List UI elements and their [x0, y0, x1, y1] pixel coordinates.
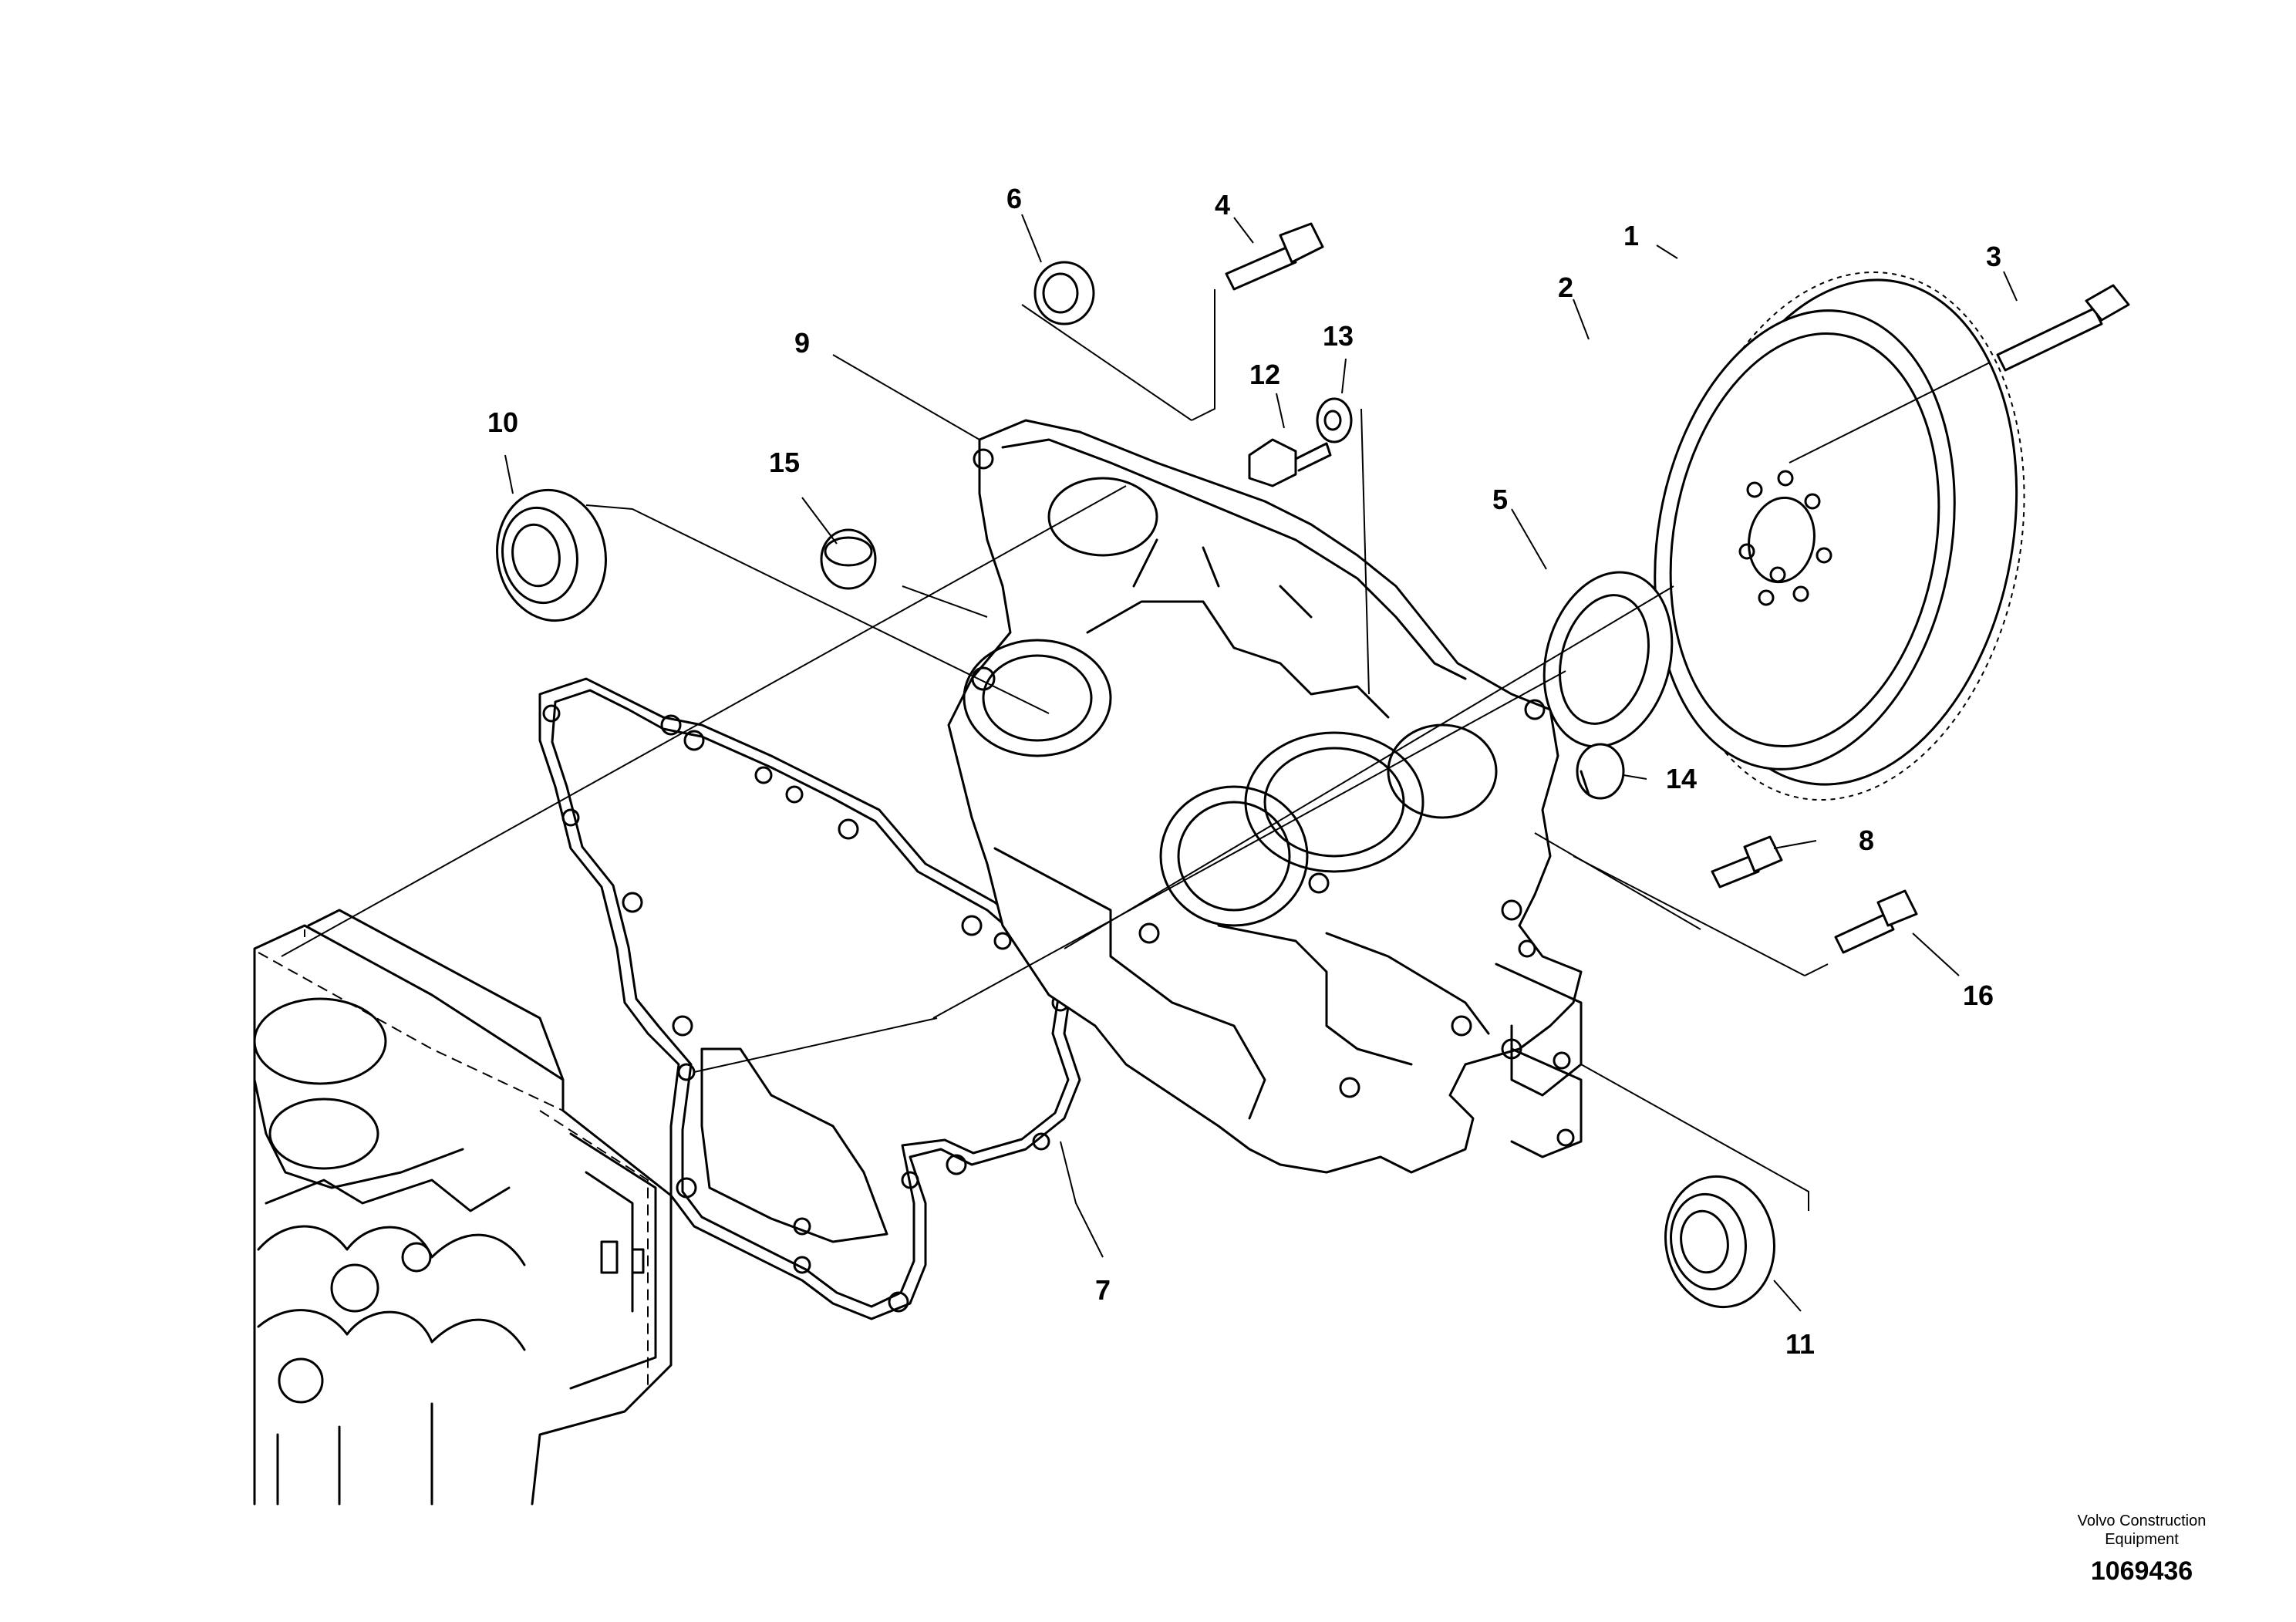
callout-1: 1	[1623, 220, 1639, 251]
callout-8: 8	[1859, 824, 1874, 856]
plug-15	[820, 528, 877, 590]
callout-14: 14	[1666, 763, 1697, 794]
engine-block	[253, 909, 673, 1506]
bearing-11	[1664, 1175, 1775, 1309]
callout-9: 9	[794, 327, 810, 359]
callout-16: 16	[1963, 980, 1994, 1011]
callout-4: 4	[1215, 189, 1230, 221]
rear-seal	[1542, 571, 1674, 748]
bolt-8	[1711, 835, 1783, 889]
company-name-line1: Volvo Construction	[2077, 1512, 2207, 1529]
publisher-block: Volvo Construction Equipment 1069436	[2041, 1512, 2242, 1587]
gasket	[538, 677, 1081, 1320]
bolt-3	[1996, 284, 2130, 372]
callout-11: 11	[1785, 1328, 1815, 1360]
plug-6	[1033, 261, 1095, 325]
drawing-number: 1069436	[2090, 1556, 2193, 1586]
bearing-10	[496, 488, 607, 622]
callout-12: 12	[1249, 359, 1280, 390]
company-name-line2: Equipment	[2105, 1531, 2179, 1548]
callout-6: 6	[1006, 183, 1022, 214]
assembly-lines	[281, 289, 1991, 1211]
washer-13	[1316, 397, 1353, 443]
flywheel-housing	[947, 419, 1583, 1174]
bolt-16	[1834, 889, 1918, 954]
bolt-12	[1248, 438, 1332, 487]
plug-14	[1576, 743, 1625, 800]
flywheel	[1654, 271, 2025, 801]
callout-3: 3	[1986, 241, 2001, 272]
callout-numbers: 1 2 3 4 5 6 7 8 9 10 11 12 13 14 15 16	[487, 183, 2001, 1360]
callout-10: 10	[487, 406, 518, 438]
leader-lines	[504, 214, 2018, 1312]
callout-7: 7	[1095, 1274, 1111, 1306]
callout-13: 13	[1323, 320, 1354, 352]
bolt-4	[1225, 222, 1324, 291]
callout-2: 2	[1558, 271, 1573, 303]
callout-15: 15	[769, 447, 800, 478]
callout-5: 5	[1492, 484, 1508, 515]
